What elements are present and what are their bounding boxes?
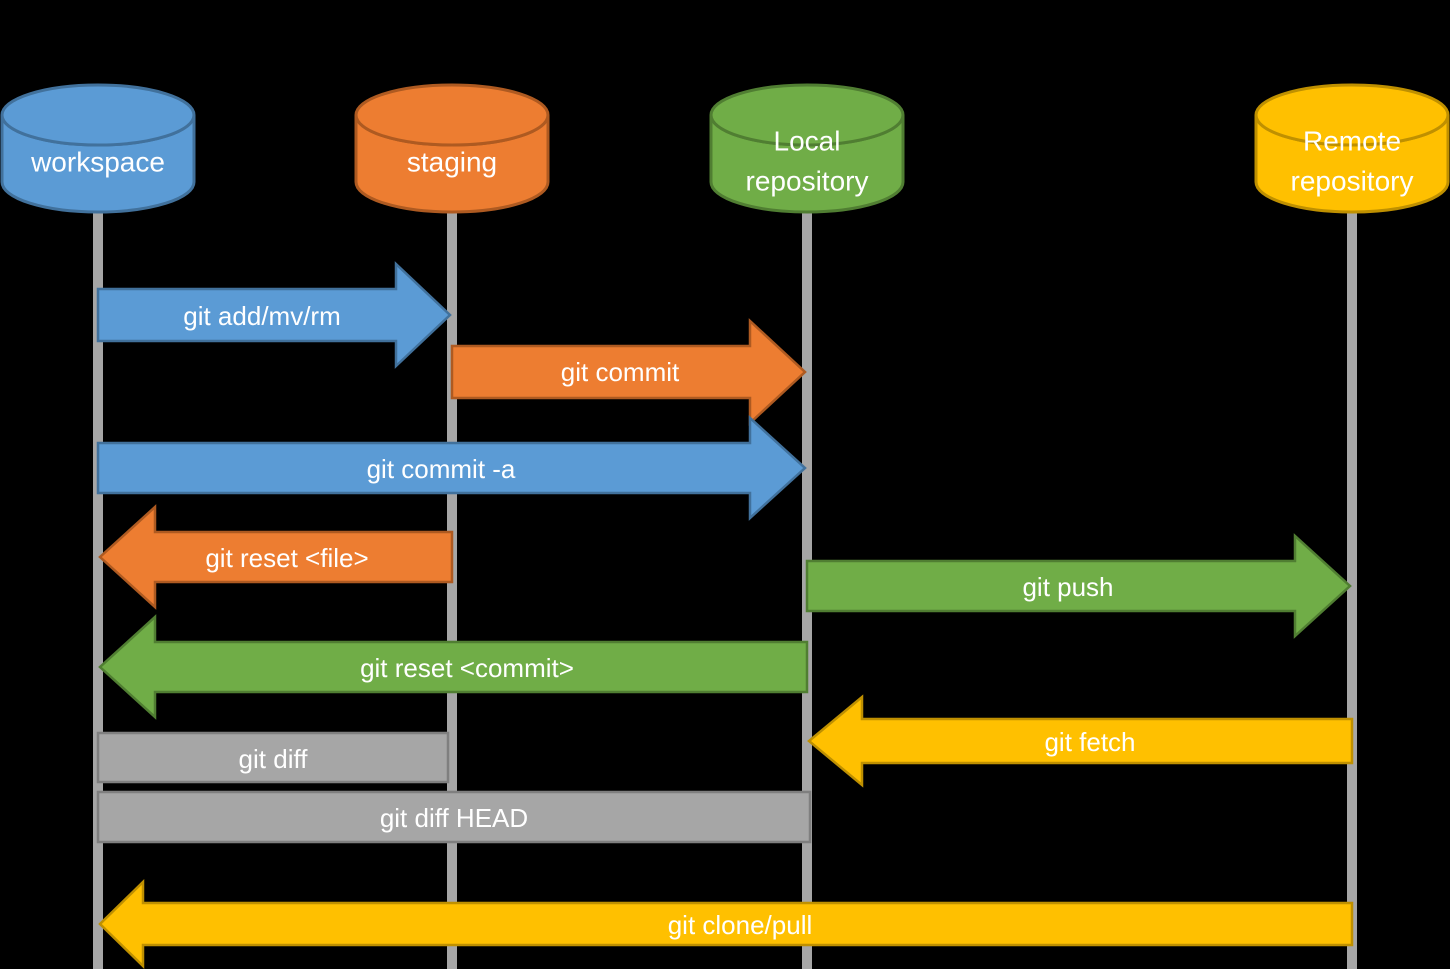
arrow-git-reset-commit	[98, 614, 809, 720]
node-remote-repository: Remote repository	[1254, 83, 1450, 214]
label-workspace: workspace	[30, 147, 165, 178]
label-local-line1: Local	[774, 126, 841, 157]
lifeline-staging	[447, 200, 457, 969]
node-cylinders: workspace staging Local repository Remot…	[0, 83, 1450, 214]
label-git-push: git push	[1022, 572, 1113, 602]
bar-git-diff	[96, 731, 450, 784]
label-git-reset-commit: git reset <commit>	[360, 653, 574, 683]
label-git-fetch: git fetch	[1044, 727, 1135, 757]
node-workspace: workspace	[0, 83, 196, 214]
arrow-git-clone-pull	[98, 879, 1354, 969]
label-git-add-mv-rm: git add/mv/rm	[183, 301, 341, 331]
node-local-repository: Local repository	[709, 83, 905, 214]
lifeline-remote-repository	[1347, 200, 1357, 969]
arrow-git-reset-file	[98, 504, 454, 610]
label-git-clone-pull: git clone/pull	[668, 910, 813, 940]
label-git-reset-file: git reset <file>	[205, 543, 368, 573]
cylinder-top-local-repository	[709, 83, 905, 147]
arrow-git-commit-a	[96, 415, 807, 521]
label-local-line2: repository	[746, 166, 869, 197]
label-remote-line1: Remote	[1303, 126, 1401, 157]
arrow-git-push	[805, 533, 1352, 639]
label-git-commit: git commit	[561, 357, 680, 387]
cylinder-top-remote-repository	[1254, 83, 1450, 147]
command-arrows: git add/mv/rm git commit git commit -a g…	[96, 261, 1354, 969]
label-remote-line2: repository	[1291, 166, 1414, 197]
bar-git-diff-head	[96, 790, 812, 844]
arrow-git-fetch	[807, 694, 1354, 788]
label-git-diff: git diff	[239, 744, 309, 774]
cylinder-top-workspace	[0, 83, 196, 147]
node-staging: staging	[354, 83, 550, 214]
arrow-git-add-mv-rm	[96, 261, 452, 369]
arrow-git-commit	[450, 318, 807, 426]
label-git-commit-a: git commit -a	[367, 454, 516, 484]
lifeline-workspace	[93, 200, 103, 969]
label-staging: staging	[407, 147, 497, 178]
cylinder-top-staging	[354, 83, 550, 147]
label-git-diff-head: git diff HEAD	[380, 803, 528, 833]
